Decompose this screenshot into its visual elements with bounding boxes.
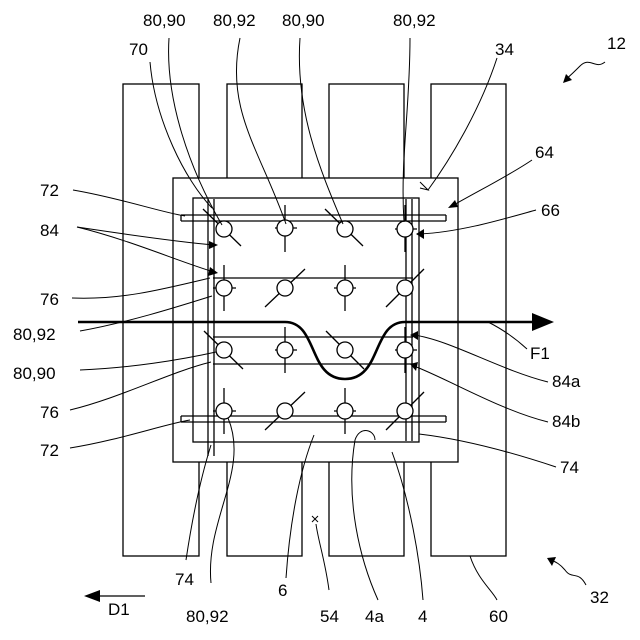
element-circle bbox=[397, 221, 413, 237]
label-60: 60 bbox=[489, 607, 508, 626]
label-72-top: 72 bbox=[40, 181, 59, 200]
element-circle bbox=[277, 403, 293, 419]
label-74-bottom: 74 bbox=[175, 570, 194, 589]
label-80-92-a: 80,92 bbox=[213, 11, 256, 30]
element-circle bbox=[397, 403, 413, 419]
element-circle bbox=[277, 280, 293, 296]
label-84b: 84b bbox=[552, 412, 580, 431]
element-circle bbox=[337, 342, 353, 358]
label-4: 4 bbox=[418, 607, 427, 626]
label-80-92-left: 80,92 bbox=[13, 325, 56, 344]
label-64: 64 bbox=[535, 143, 554, 162]
label-4a: 4a bbox=[365, 607, 384, 626]
label-72-bottom: 72 bbox=[40, 441, 59, 460]
element-circle bbox=[216, 403, 232, 419]
label-84a: 84a bbox=[552, 372, 581, 391]
label-80-92-bottom: 80,92 bbox=[186, 607, 229, 626]
arrow-head bbox=[532, 313, 554, 331]
label-80-92-b: 80,92 bbox=[393, 11, 436, 30]
element-circle bbox=[277, 342, 293, 358]
element-circle bbox=[216, 221, 232, 237]
label-84: 84 bbox=[40, 221, 59, 240]
label-6: 6 bbox=[278, 581, 287, 600]
label-70: 70 bbox=[129, 40, 148, 59]
element-circle bbox=[397, 342, 413, 358]
label-f1: F1 bbox=[530, 344, 550, 363]
label-80-90-a: 80,90 bbox=[143, 11, 186, 30]
label-54: 54 bbox=[320, 607, 339, 626]
label-12: 12 bbox=[607, 34, 626, 53]
element-circle bbox=[337, 221, 353, 237]
label-d1: D1 bbox=[108, 600, 130, 619]
label-32: 32 bbox=[590, 588, 609, 607]
element-circle bbox=[216, 342, 232, 358]
label-74-right: 74 bbox=[560, 458, 579, 477]
label-76-bottom: 76 bbox=[40, 403, 59, 422]
label-80-90-b: 80,90 bbox=[282, 11, 325, 30]
cross-mark bbox=[312, 516, 318, 522]
label-76-top: 76 bbox=[40, 290, 59, 309]
label-34: 34 bbox=[495, 40, 514, 59]
element-circle bbox=[337, 280, 353, 296]
element-circle bbox=[216, 280, 232, 296]
element-circle bbox=[337, 403, 353, 419]
element-circle bbox=[397, 280, 413, 296]
label-66: 66 bbox=[541, 201, 560, 220]
label-80-90-left: 80,90 bbox=[13, 364, 56, 383]
